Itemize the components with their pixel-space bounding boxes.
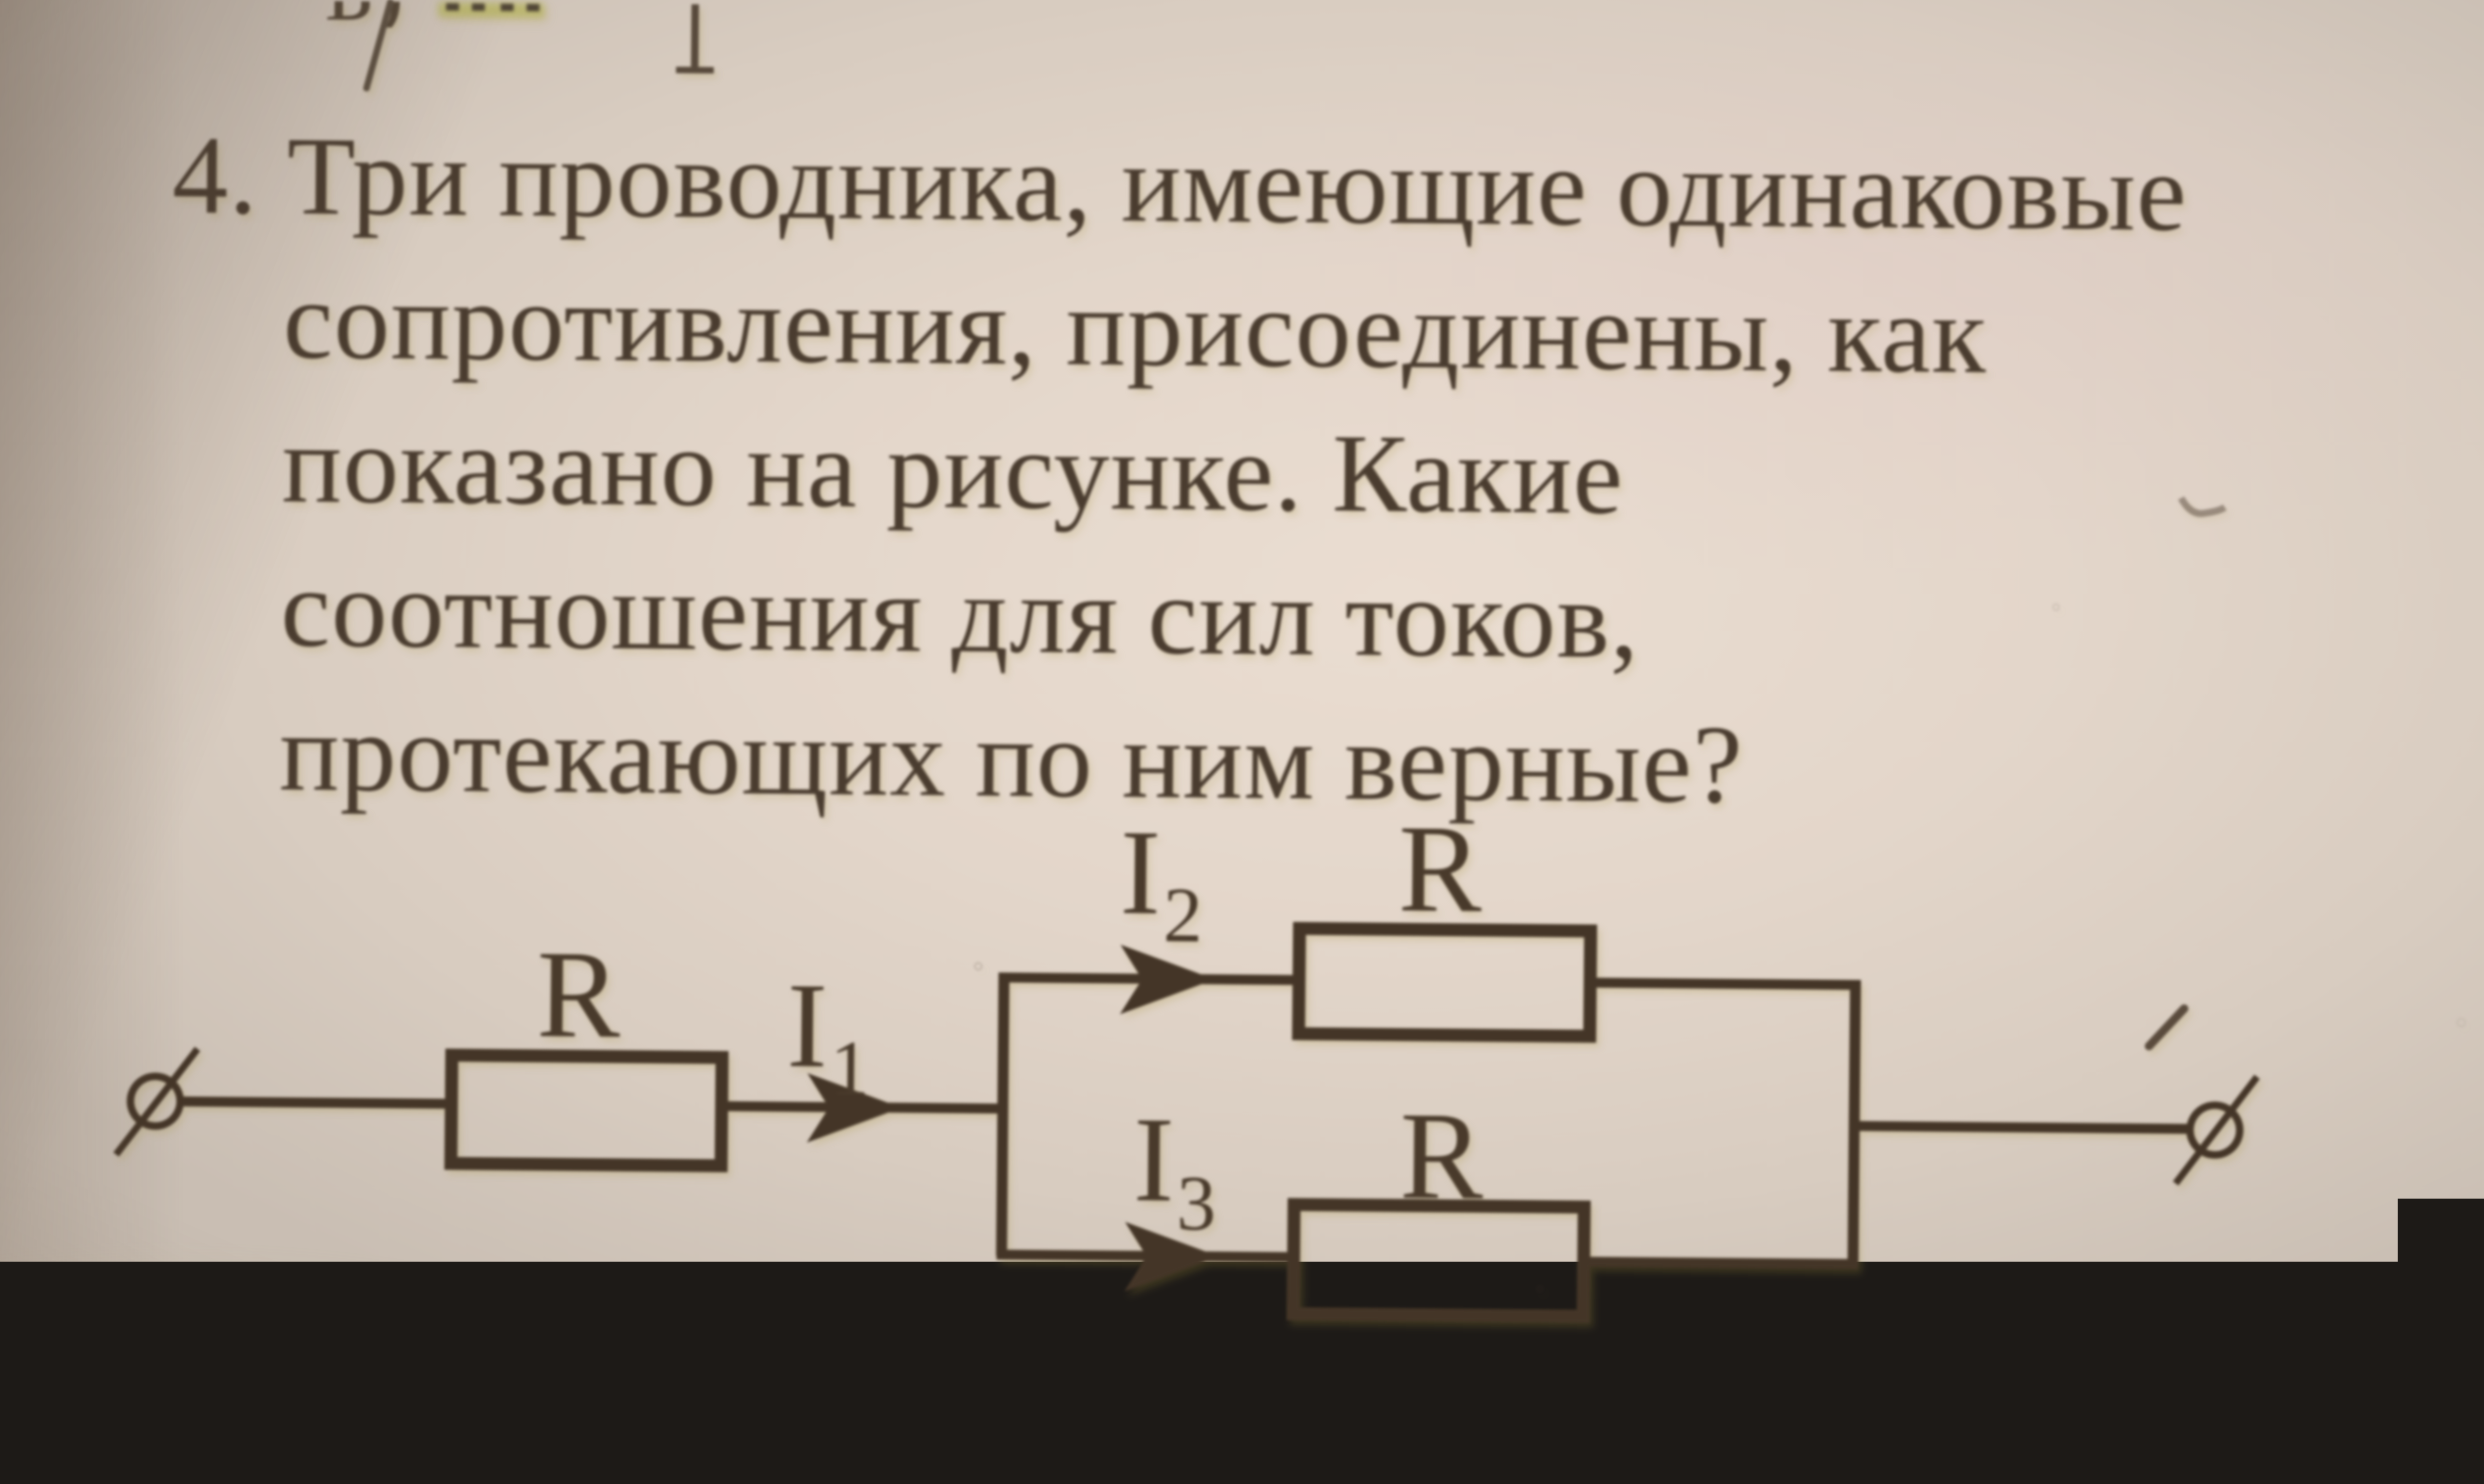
page-bottom-edge xyxy=(0,0,2484,1484)
textbook-page-photo: Б) 4.Три проводника, имеющие одинаковые … xyxy=(0,0,2484,1484)
